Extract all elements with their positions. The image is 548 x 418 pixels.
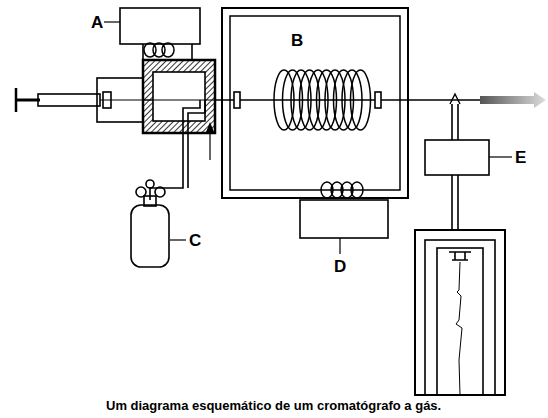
heater-coil <box>144 43 174 57</box>
coil-loop <box>162 43 174 57</box>
column-coil <box>274 70 371 130</box>
coil-loop <box>351 182 363 198</box>
injector-body <box>97 78 143 122</box>
heater-coil <box>321 182 363 198</box>
oven-heater-box <box>300 200 388 238</box>
callout-letter: D <box>333 258 347 275</box>
figure-caption: Um diagrama esquemático de um cromatógra… <box>106 399 441 413</box>
leader-line <box>104 21 120 22</box>
callout-letter: E <box>514 149 527 166</box>
coil-loop <box>351 70 371 130</box>
callout-letter: B <box>290 32 304 49</box>
carrier-gas-line <box>150 100 200 200</box>
leader-line <box>489 156 512 157</box>
callout-letter: A <box>90 14 104 31</box>
heated-injector-block <box>143 60 215 133</box>
gas-cylinder <box>131 205 169 267</box>
detector-probe <box>450 94 460 104</box>
syringe-barrel <box>38 94 100 106</box>
outlet-arrow <box>480 92 546 108</box>
coil-loop <box>342 70 362 130</box>
callout-letter: C <box>188 232 202 249</box>
chart-recorder <box>415 230 505 395</box>
column-tubing <box>215 99 480 100</box>
detector-box <box>425 140 489 175</box>
leader-line <box>170 239 186 240</box>
chromatogram-trace <box>456 262 462 395</box>
flow-arrow <box>209 128 210 160</box>
column-oven <box>222 8 408 198</box>
injector-heater-box <box>120 8 200 44</box>
leader-line <box>339 238 340 254</box>
